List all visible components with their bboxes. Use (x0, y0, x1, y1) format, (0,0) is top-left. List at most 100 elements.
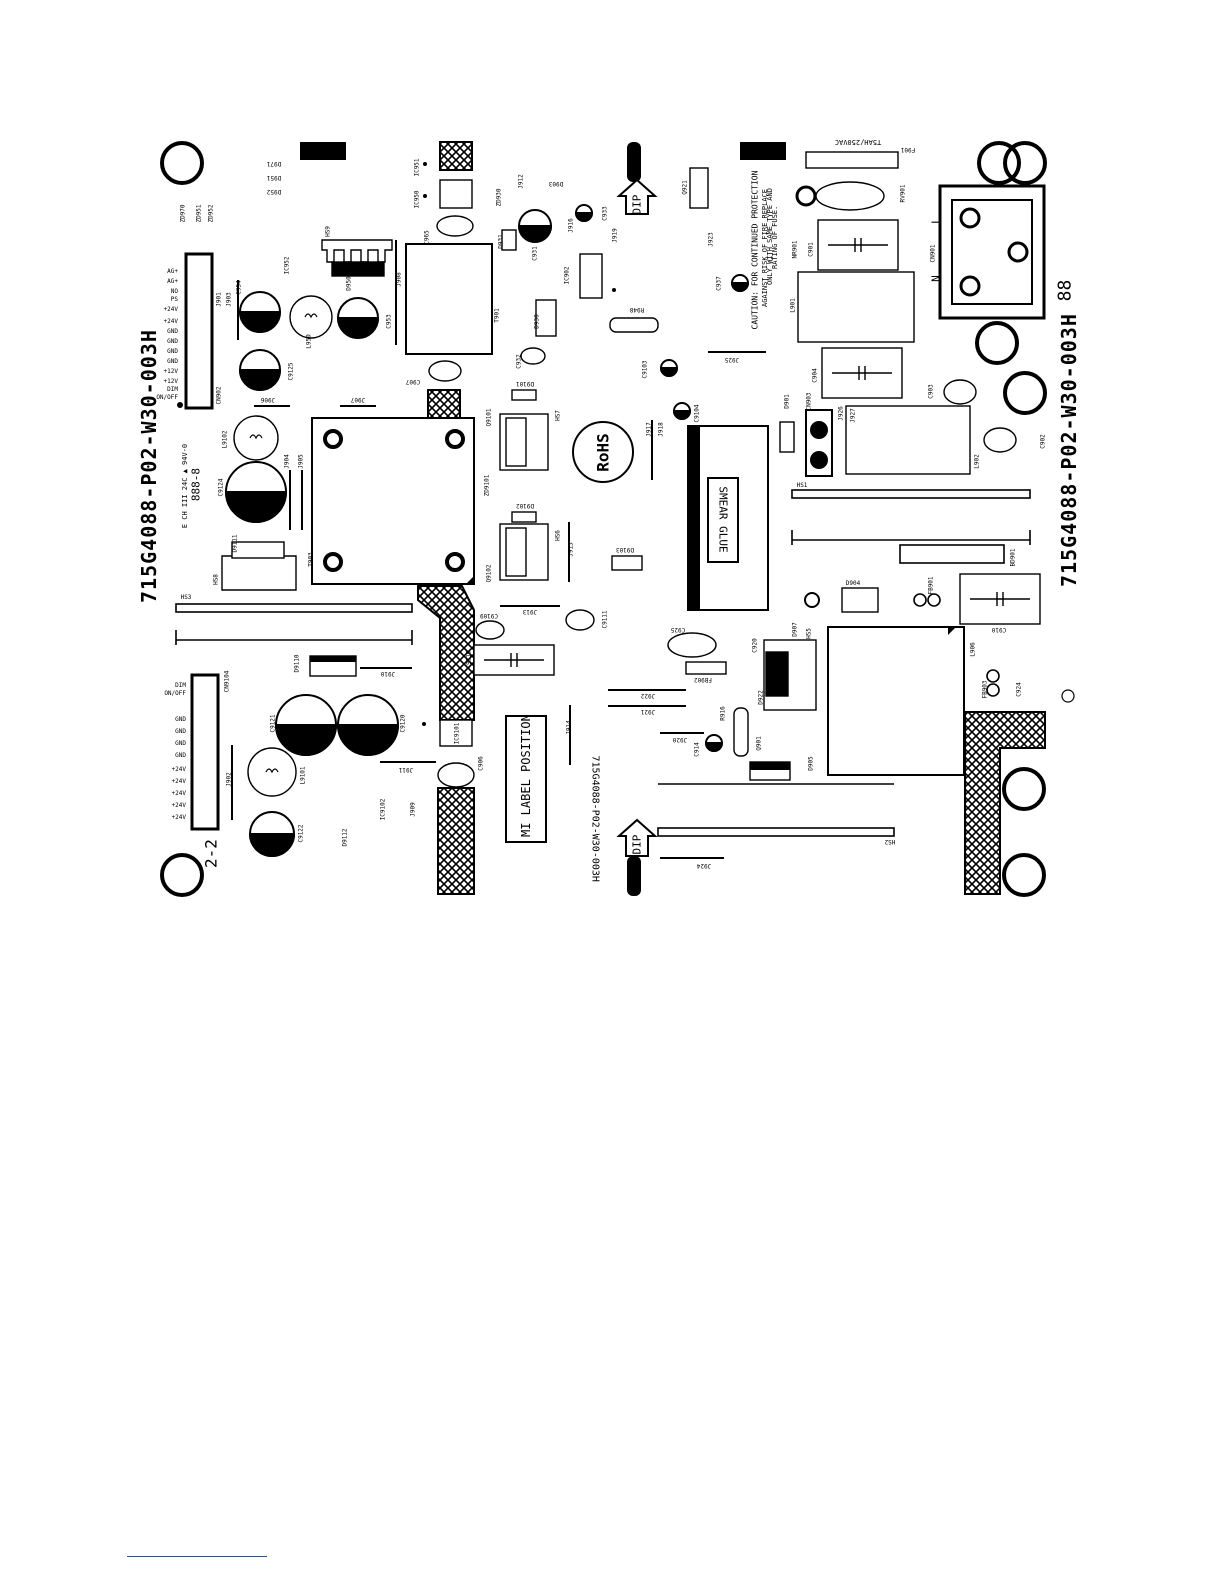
pcb-id-small: 715G4088-P02-W30-003H (589, 755, 601, 882)
ref-D9110: D9110 (293, 654, 301, 673)
film-caps (473, 219, 1041, 676)
ref-D971: D971 (266, 160, 282, 167)
ref-J921: J921 (640, 708, 656, 715)
ref-C925: C925 (670, 626, 686, 633)
ref-HS8: HS8 (212, 574, 220, 585)
ref-FB903: FB903 (981, 680, 989, 699)
ref-RV901: RV901 (899, 184, 907, 203)
ref-L9102: L9102 (221, 430, 229, 449)
ref-F901: F901 (900, 146, 916, 153)
ref-J908: J908 (395, 272, 403, 287)
cn902-pin-11: +12V (163, 368, 178, 375)
connector-cn902 (184, 252, 214, 410)
ref-HS5: HS5 (805, 628, 813, 639)
ref-J907: J907 (350, 396, 366, 403)
ref-C9103: C9103 (641, 360, 649, 379)
ref-D930: D930 (533, 314, 541, 329)
ref-C907: C907 (405, 378, 421, 385)
resistor-r948 (609, 317, 659, 333)
ref-IC9101: IC9101 (453, 722, 461, 745)
bridge-rectifier-bd901 (899, 544, 1005, 564)
ref-T903: T903 (307, 552, 315, 567)
ref-CN903: CN903 (805, 392, 813, 411)
fuse-rating: T5AH/250VAC (834, 138, 882, 146)
rohs-text: RoHS (593, 433, 613, 472)
ref-C924: C924 (1015, 682, 1023, 697)
pcb-id-right: 715G4088-P02-W30-003H (1057, 313, 1081, 587)
ref-D904: D904 (845, 580, 861, 587)
heatsink-hs7-hs6 (499, 413, 549, 581)
caution-line-1: CAUTION: FOR CONTINUED PROTECTION (750, 170, 760, 330)
ref-C953: C953 (385, 314, 393, 329)
ref-HS6: HS6 (554, 530, 562, 541)
ref-C910: C910 (991, 626, 1007, 633)
heatsink-hs5 (763, 639, 817, 711)
ferrite-beads (913, 593, 1000, 697)
ref-Q901: Q901 (755, 736, 763, 751)
ref-J916: J916 (567, 218, 575, 233)
ref-D9101: D9101 (515, 380, 535, 387)
mains-l: L (929, 217, 943, 224)
ref-HS2: HS2 (884, 838, 896, 845)
ref-CN9104: CN9104 (223, 670, 231, 693)
ref-D9103: D9103 (615, 546, 635, 553)
heatsinks (175, 489, 1031, 837)
ref-D901: D901 (783, 394, 791, 409)
cn9104-pin-9: +24V (171, 790, 186, 797)
ref-C9110: C9110 (465, 650, 473, 669)
ref-D922: D922 (757, 690, 765, 705)
cn9104-pin-11: +24V (171, 814, 186, 821)
cn902-pin-5: +24V (163, 306, 178, 313)
ref-D905: D905 (807, 756, 815, 771)
ref-ZD952: ZD952 (207, 204, 215, 223)
ref-J919: J919 (611, 228, 619, 243)
ref-D9102: D9102 (515, 502, 535, 509)
ref-R948: R948 (629, 306, 645, 313)
connector-cn9104 (190, 673, 220, 831)
ref-C902: C902 (1039, 434, 1047, 449)
ref-D907: D907 (791, 622, 799, 637)
ref-ZD970: ZD970 (179, 204, 187, 223)
ref-D951: D951 (266, 174, 282, 181)
cn9104-pin-5: GND (175, 740, 186, 747)
resistor-r916 (733, 707, 749, 757)
ref-D950: D950 (345, 276, 353, 291)
smear-glue-text: SMEAR GLUE (716, 486, 730, 553)
mi-label-text: MI LABEL POSITION (519, 714, 533, 837)
ref-IC902: IC902 (563, 266, 571, 285)
ref-C9125: C9125 (287, 362, 295, 381)
dip-text-top: DIP (630, 194, 644, 215)
cn9104-pin-3: GND (175, 716, 186, 723)
ic-ic9101 (439, 719, 473, 747)
ref-J903: J903 (225, 292, 233, 307)
mains-n: N (929, 275, 943, 282)
ref-C933: C933 (601, 206, 609, 221)
ref-C906: C906 (477, 756, 485, 771)
hatched-zones (417, 141, 1046, 895)
cn9104-pin-4: GND (175, 728, 186, 735)
transformer-l906 (827, 626, 965, 776)
ref-C931: C931 (531, 246, 539, 261)
caution-line-4: RATING OF FUSE. (771, 205, 779, 269)
ref-J911: J911 (398, 766, 414, 773)
ref-C9111: C9111 (601, 610, 609, 629)
ref-J927: J927 (849, 408, 857, 423)
ref-ZD9101: ZD9101 (483, 474, 491, 497)
ref-C9104: C9104 (693, 404, 701, 423)
cn902-pin-12: +12V (163, 378, 178, 385)
ref-J917: J917 (645, 422, 653, 437)
ic-ic950 (439, 179, 473, 209)
ref-J923: J923 (707, 232, 715, 247)
ref-J925: J925 (724, 356, 740, 363)
ul-mark: E CH III 24C ▲ 94V-0 (181, 443, 189, 529)
ref-C901: C901 (807, 242, 815, 257)
cn9104-pin-7: +24V (171, 766, 186, 773)
ref-IC951: IC951 (413, 158, 421, 177)
ref-L950: L950 (305, 334, 313, 349)
ref-Q9101: Q9101 (485, 408, 493, 427)
ref-L906: L906 (969, 642, 977, 657)
cn9104-pin-1: DIM (175, 682, 186, 689)
ref-L902: L902 (973, 454, 981, 469)
ref-J913: J913 (522, 608, 538, 615)
